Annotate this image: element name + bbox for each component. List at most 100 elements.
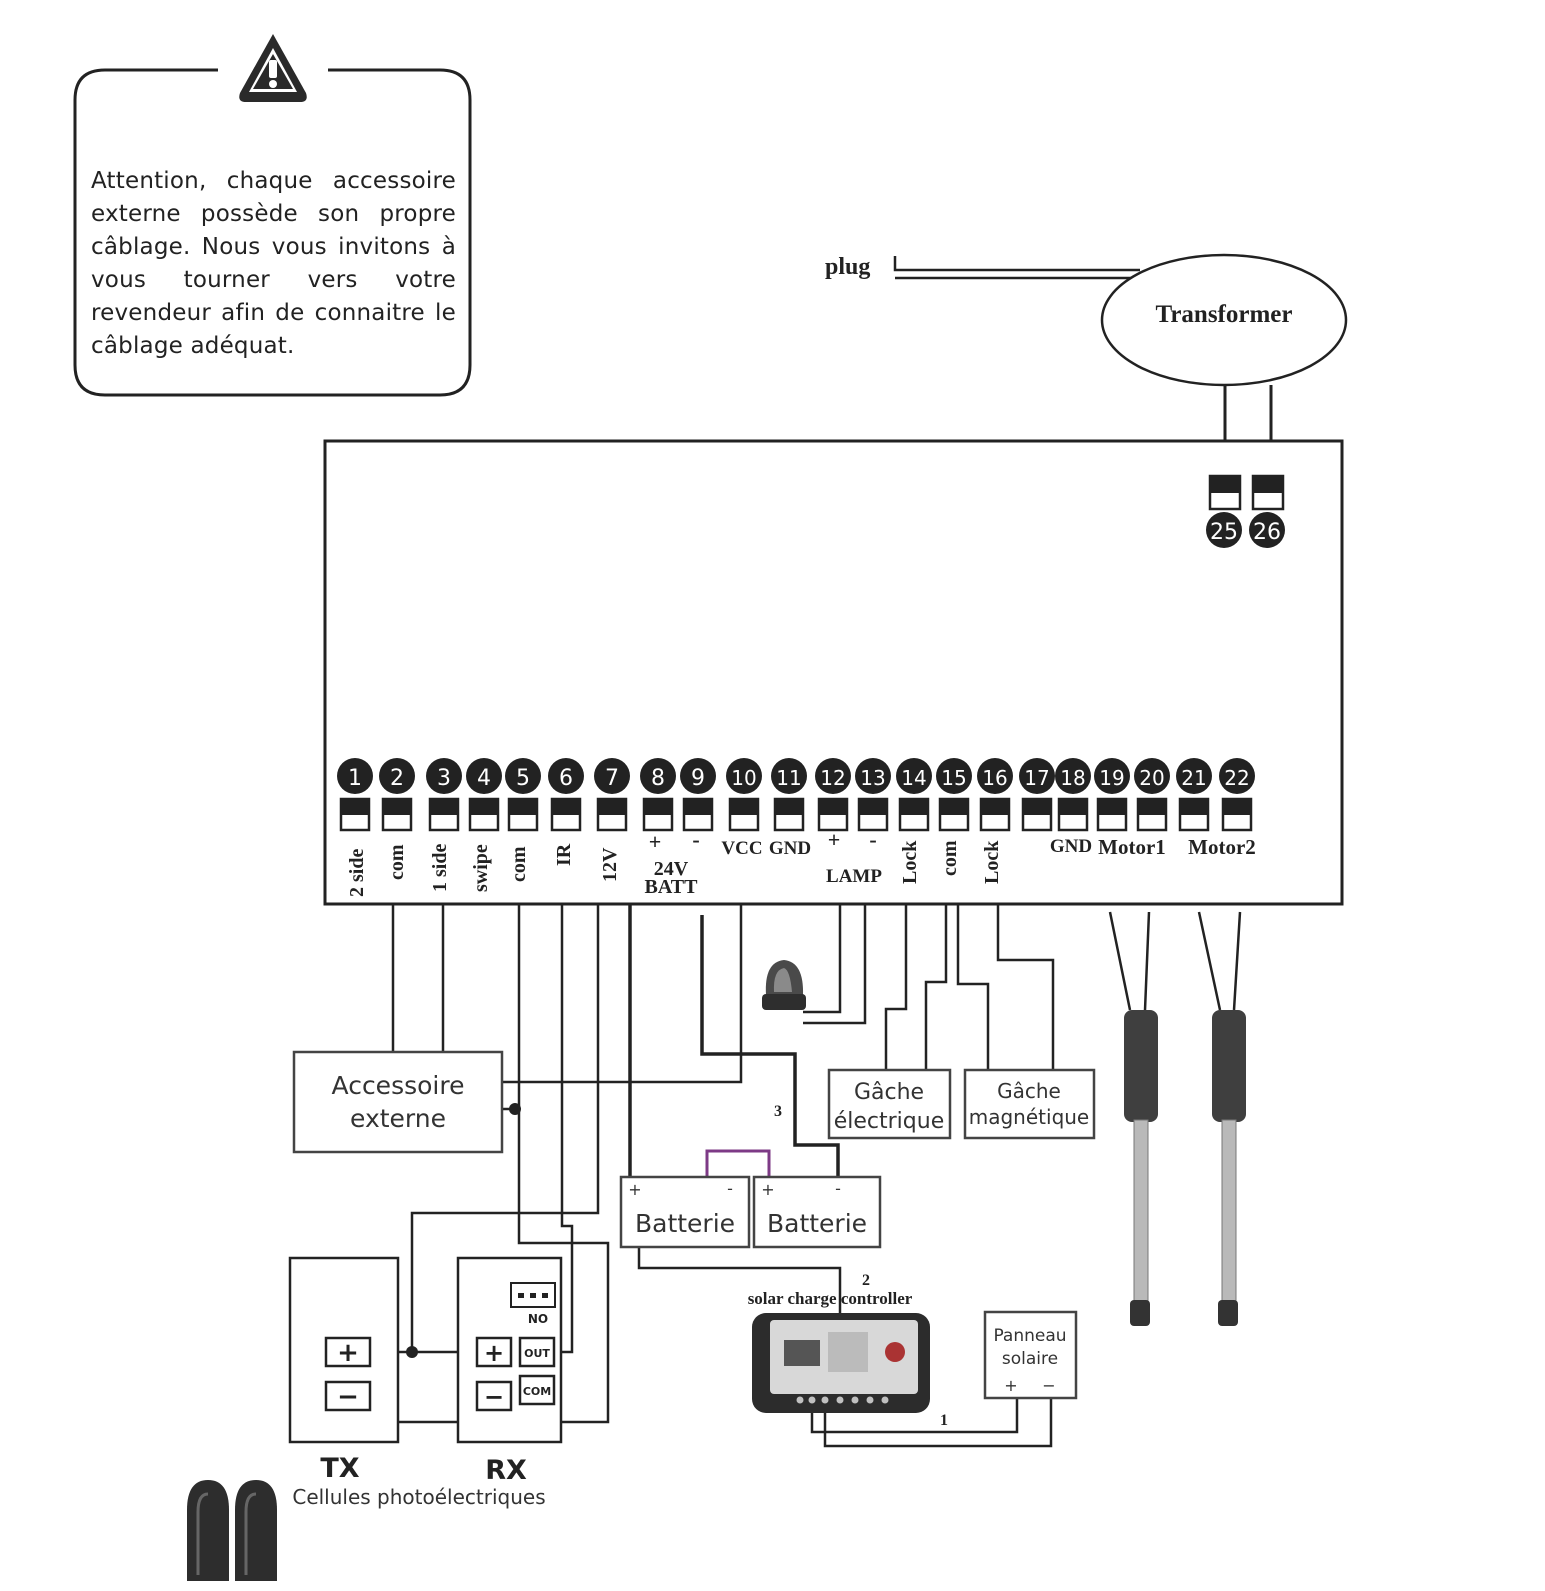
terminal-15: 15 (936, 758, 972, 832)
photocell-sensors-icon (187, 1480, 277, 1581)
svg-text:5: 5 (516, 766, 530, 791)
actuator-1-icon (1124, 1010, 1158, 1326)
battery-link (705, 1149, 771, 1177)
label-batt: BATT (645, 876, 699, 898)
top-terminal-25: 25 (1206, 474, 1242, 548)
terminal-20: 20 (1134, 758, 1170, 832)
svg-text:externe: externe (350, 1104, 446, 1133)
svg-text:Batterie: Batterie (767, 1209, 867, 1238)
solar-panel: Panneau solaire + − (983, 1310, 1078, 1400)
label-ir: IR (553, 843, 575, 866)
label-motor1: Motor1 (1098, 835, 1166, 859)
svg-text:magnétique: magnétique (969, 1105, 1090, 1129)
plug-label: plug (825, 254, 870, 280)
label-batt-plus: + (649, 829, 662, 854)
power-supply: plug Transformer (825, 253, 1348, 440)
terminal-22: 22 (1219, 758, 1255, 832)
terminal-5: 5 (505, 758, 541, 832)
svg-text:8: 8 (651, 766, 665, 791)
tx-label: TX (320, 1453, 359, 1484)
svg-text:10: 10 (731, 766, 756, 790)
svg-text:électrique: électrique (834, 1109, 945, 1134)
label-lamp: LAMP (826, 866, 882, 887)
svg-text:4: 4 (477, 766, 491, 791)
svg-text:26: 26 (1253, 520, 1281, 545)
label-24v: 24V (654, 858, 689, 880)
terminal-7: 7 (594, 758, 630, 832)
label-12v: 12V (599, 847, 621, 882)
warning-text: Attention, chaque accessoire externe pos… (91, 168, 456, 359)
terminal-3: 3 (426, 758, 462, 832)
warning-lamp-icon (762, 960, 806, 1010)
label-lamp-plus: + (828, 827, 841, 852)
svg-text:COM: COM (523, 1385, 551, 1398)
svg-text:1: 1 (348, 766, 362, 791)
terminal-14: 14 (896, 758, 932, 832)
wire-number-2: 2 (862, 1272, 870, 1289)
terminal-10: 10 (726, 758, 762, 832)
terminal-6: 6 (548, 758, 584, 832)
terminal-1: 1 (337, 758, 373, 832)
svg-text:25: 25 (1210, 520, 1238, 545)
svg-text:14: 14 (901, 766, 926, 790)
gache-electrique: Gâche électrique (827, 1068, 952, 1140)
solar-charge-controller-icon (752, 1313, 930, 1413)
svg-text:11: 11 (776, 766, 801, 790)
svg-text:18: 18 (1060, 766, 1085, 790)
top-terminal-26: 26 (1249, 474, 1285, 548)
svg-text:22: 22 (1224, 766, 1249, 790)
terminal-18: 18 (1055, 758, 1091, 832)
svg-text:7: 7 (605, 766, 619, 791)
label-lock-2: Lock (981, 840, 1003, 884)
warning-icon (239, 34, 307, 102)
actuator-2-icon (1212, 1010, 1246, 1326)
svg-text:15: 15 (941, 766, 966, 790)
label-com-2: com (508, 846, 530, 882)
svg-text:13: 13 (860, 766, 885, 790)
terminal-2: 2 (379, 758, 415, 832)
label-motor2: Motor2 (1188, 835, 1256, 859)
terminal-13: 13 (855, 758, 891, 832)
solar-controller-label: solar charge controller (748, 1289, 913, 1308)
svg-text:-: - (727, 1179, 733, 1198)
svg-text:−: − (484, 1383, 504, 1411)
svg-text:Panneau: Panneau (993, 1326, 1066, 1346)
warning-box (73, 34, 472, 397)
svg-text:19: 19 (1099, 766, 1124, 790)
transformer-label: Transformer (1156, 301, 1293, 328)
svg-text:solaire: solaire (1002, 1349, 1058, 1369)
label-com-1: com (386, 844, 408, 880)
label-2-side: 2 side (346, 849, 368, 897)
svg-text:−: − (337, 1382, 359, 1412)
svg-text:3: 3 (437, 766, 451, 791)
terminal-19: 19 (1094, 758, 1130, 832)
svg-text:9: 9 (691, 766, 705, 791)
photocell-caption: Cellules photoélectriques (292, 1485, 545, 1509)
terminal-8: 8 (640, 758, 676, 832)
svg-text:Accessoire: Accessoire (332, 1071, 465, 1100)
label-swipe: swipe (470, 844, 492, 892)
wire-number-3: 3 (774, 1103, 782, 1120)
svg-text:Gâche: Gâche (997, 1079, 1061, 1103)
terminal-9: 9 (680, 758, 716, 832)
label-batt-minus: - (692, 827, 699, 852)
photocell-tx: + − (288, 1256, 400, 1444)
wires (306, 905, 1242, 1448)
svg-text:NO: NO (528, 1312, 548, 1326)
battery-2: + - Batterie (752, 1175, 882, 1249)
label-lock-1: Lock (899, 840, 921, 884)
svg-text:6: 6 (559, 766, 573, 791)
photocell-rx: NO + − OUT COM (456, 1256, 563, 1444)
svg-text:+: + (1004, 1376, 1017, 1395)
label-lamp-minus: - (869, 827, 876, 852)
svg-text:Batterie: Batterie (635, 1209, 735, 1238)
terminal-12: 12 (815, 758, 851, 832)
terminal-16: 16 (977, 758, 1013, 832)
svg-text:OUT: OUT (524, 1347, 550, 1360)
svg-text:+: + (484, 1339, 504, 1367)
svg-text:Gâche: Gâche (854, 1080, 924, 1105)
svg-text:−: − (1042, 1376, 1055, 1395)
external-accessory: Accessoire externe (292, 1050, 504, 1154)
